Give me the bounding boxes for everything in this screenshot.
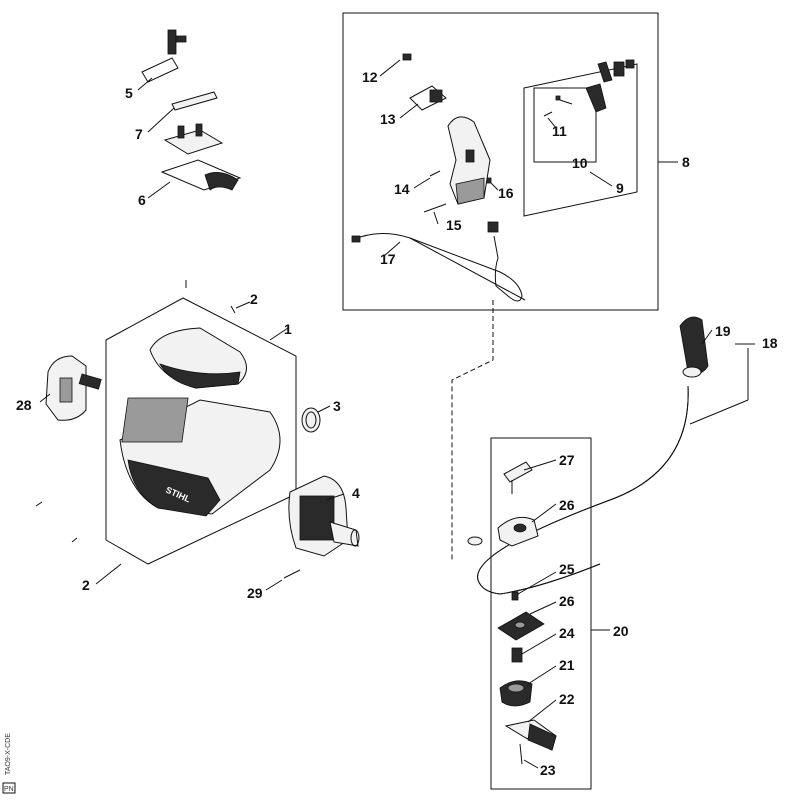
part-5-clip — [141, 29, 187, 83]
callout-29: 29 — [247, 585, 263, 601]
part-11-switch-parts — [543, 95, 573, 117]
diagram-side-code: TAO9-X-CDE — [5, 733, 12, 775]
part-8-switch-components — [585, 59, 635, 113]
callout-23: 23 — [540, 762, 556, 778]
callout-24: 24 — [559, 625, 575, 641]
corner-code-box — [2, 782, 16, 794]
part-28-cap — [45, 355, 102, 421]
callout-21: 21 — [559, 657, 575, 673]
part-23-screw — [519, 743, 523, 765]
callout-2-top: 2 — [250, 291, 258, 307]
callout-12: 12 — [362, 69, 378, 85]
callout-2-bottom: 2 — [82, 577, 90, 593]
callout-19: 19 — [715, 323, 731, 339]
callout-26-top: 26 — [559, 497, 575, 513]
part-4-motor-housing — [288, 475, 360, 557]
part-12-screw — [402, 53, 412, 61]
part-7-spring-bar — [171, 91, 218, 111]
part-3-gasket — [301, 407, 321, 433]
callout-5: 5 — [125, 85, 133, 101]
diagram-corner-code: PN — [4, 786, 14, 793]
assembly-dash-line — [451, 300, 494, 560]
part-15-bolt — [423, 203, 447, 213]
callout-25: 25 — [559, 561, 575, 577]
callout-6: 6 — [138, 192, 146, 208]
callout-16: 16 — [498, 185, 514, 201]
part-26-clamp-bottom — [497, 611, 545, 641]
part-1-housing — [119, 327, 281, 517]
callout-11: 11 — [552, 123, 567, 139]
part-27-clip — [503, 461, 533, 494]
switch-subkit-frame — [533, 87, 597, 163]
part-26-clamp-top — [497, 516, 539, 547]
callout-20: 20 — [613, 623, 629, 639]
part-14-screw — [429, 170, 441, 177]
callout-15: 15 — [446, 217, 462, 233]
part-13-bracket — [409, 85, 447, 111]
callout-18: 18 — [762, 335, 778, 351]
callout-7: 7 — [135, 126, 143, 142]
callout-26-bottom: 26 — [559, 593, 575, 609]
part-18-loop-handle — [467, 385, 689, 595]
loop-handle-kit-frame — [490, 437, 592, 790]
part-24-spring — [511, 647, 523, 663]
switch-kit-frame — [523, 63, 638, 217]
part-25-nut — [511, 591, 519, 601]
callout-3: 3 — [333, 398, 341, 414]
part-22-lever — [504, 719, 557, 751]
callout-10: 10 — [572, 155, 588, 171]
callout-1: 1 — [284, 321, 292, 337]
part-29-screw — [283, 569, 301, 579]
part-6-switch-block — [160, 123, 242, 191]
callout-27: 27 — [559, 452, 575, 468]
callout-28: 28 — [16, 397, 32, 413]
callout-14: 14 — [394, 181, 410, 197]
rear-handle-grip — [447, 116, 491, 205]
callout-9: 9 — [616, 180, 624, 196]
callout-22: 22 — [559, 691, 575, 707]
callout-17: 17 — [380, 251, 396, 267]
part-19-grip — [679, 316, 709, 378]
callout-labels: 1 2 3 4 5 7 6 12 13 14 15 16 17 11 10 9 … — [16, 69, 778, 778]
part-2-screws — [35, 280, 236, 570]
leader-lines — [39, 59, 755, 769]
callout-4: 4 — [352, 485, 360, 501]
callout-13: 13 — [380, 111, 396, 127]
part-21-knob — [499, 680, 533, 707]
callout-8: 8 — [682, 154, 690, 170]
part-17-cable — [351, 221, 526, 302]
